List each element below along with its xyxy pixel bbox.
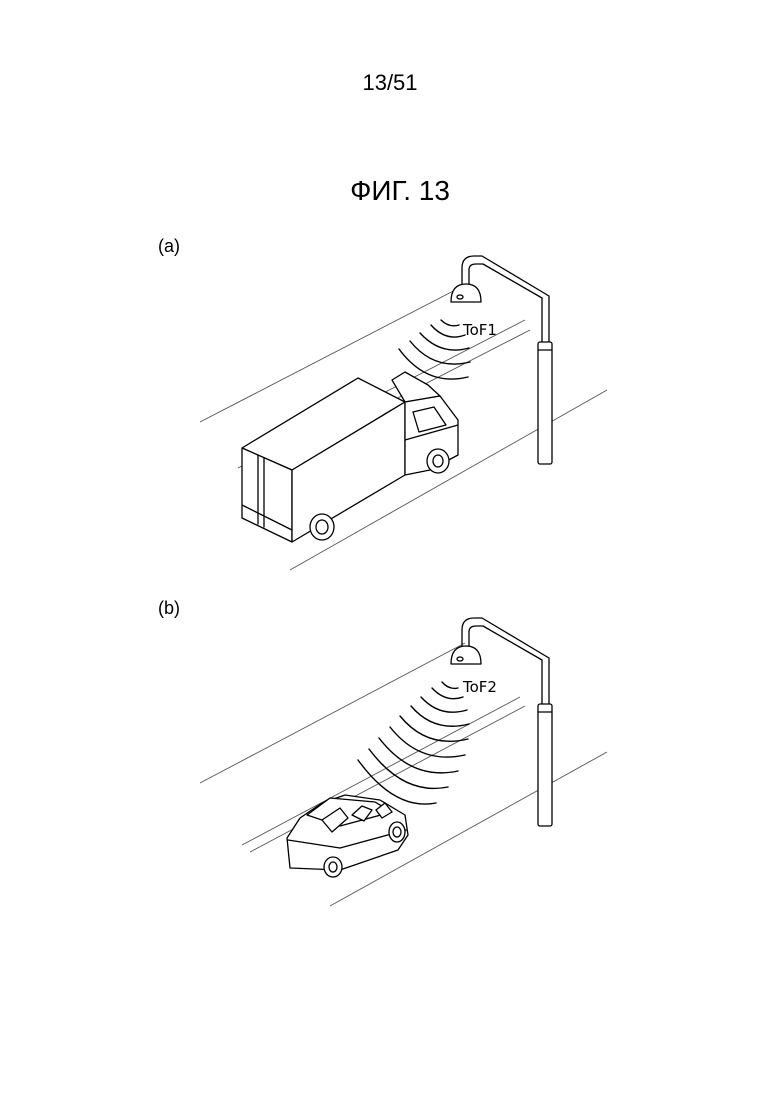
street-lamp-a [451,256,552,464]
truck [242,372,458,542]
tof-waves-a [399,320,470,379]
car [287,795,408,877]
panel-a-scene: ToF1 [200,256,607,570]
street-lamp-b [451,618,552,826]
panel-b-scene: ToF2 [200,618,607,906]
tof-sensor-label: ToF2 [462,678,497,696]
tof-sensor-label: ToF1 [462,321,497,339]
